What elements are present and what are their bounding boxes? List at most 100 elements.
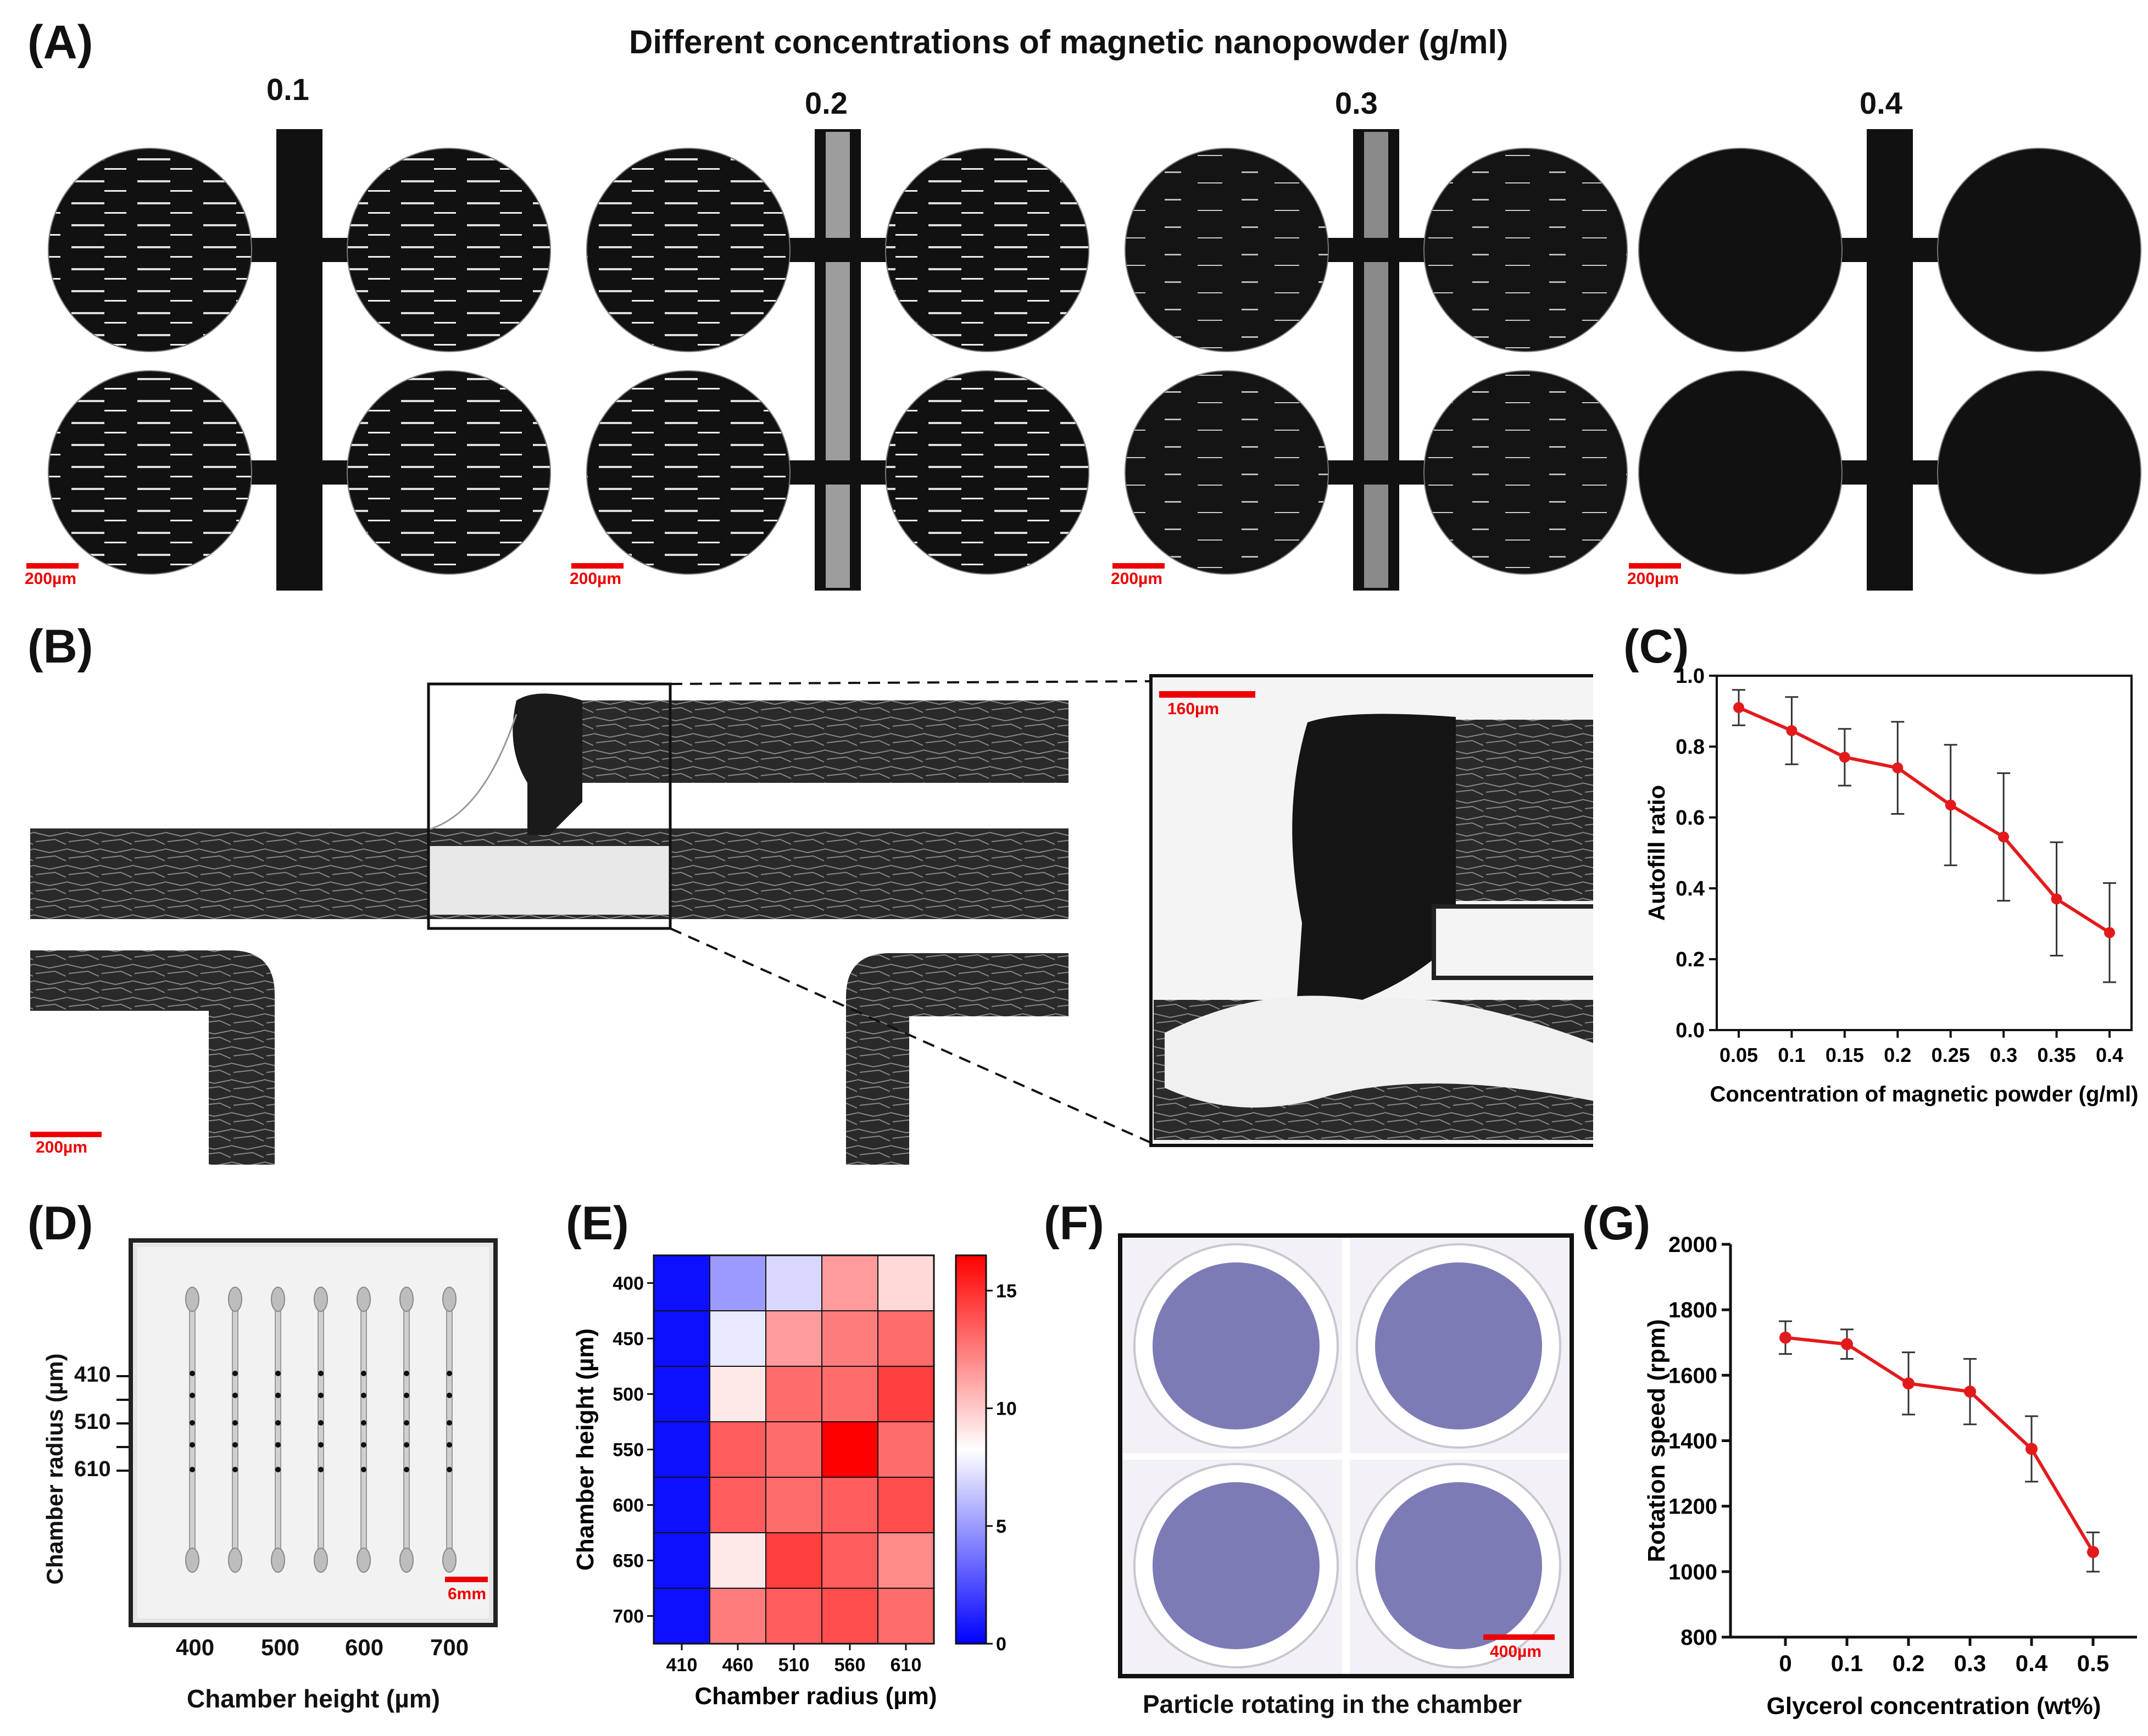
rotating-particle [1153,1482,1320,1649]
panel-label-f: (F) [1044,1197,1104,1250]
data-point [1786,725,1798,736]
chip-chamber [361,1467,366,1472]
chip-chamber [232,1371,238,1376]
panel-d-xlabel: Chamber height (µm) [187,1684,440,1713]
x-tick-label: 0.5 [2077,1650,2109,1676]
data-point [1998,831,2010,843]
plot-frame [1716,675,2133,1031]
chamber-circle [1423,370,1628,575]
chip-outlet [442,1548,457,1573]
heatmap-cell [765,1366,822,1422]
chip-outlet [271,1548,285,1573]
y-tick-label: 0.0 [1676,1019,1705,1042]
data-point [2025,1443,2038,1455]
heatmap-cell [821,1366,878,1422]
panel-d-tick-mark-1 [116,1375,129,1377]
panel-d-ytick-1: 410 [74,1362,111,1387]
chip-chamber [361,1393,366,1398]
x-tick-label: 0.2 [1884,1044,1911,1066]
chamber-circle [1937,370,2141,575]
rotating-particle [1375,1262,1542,1429]
x-tick-label: 0.1 [1778,1044,1805,1066]
x-tick-label: 0.35 [2038,1044,2076,1066]
chip-outlet [185,1548,199,1573]
x-axis-label: Concentration of magnetic powder (g/ml) [1710,1082,2138,1106]
scale-bar-b-zoom-label: 160µm [1167,700,1220,718]
chip-chamber [190,1371,195,1376]
chip-inlet [271,1287,285,1312]
chip-chamber [275,1393,281,1398]
heatmap-cell [877,1255,934,1311]
scale-bar-d-label: 6mm [448,1585,487,1603]
y-tick-label: 450 [613,1329,644,1350]
chamber-circle [48,148,252,352]
panel-d-tick-mark-4 [116,1446,129,1448]
chip-chamber [361,1442,366,1448]
data-point [1733,702,1744,714]
fluid-blob [513,693,582,835]
heatmap-cell [709,1477,766,1533]
colorbar-tick-label: 0 [996,1634,1006,1655]
rotating-particle [1375,1482,1542,1649]
chamber-unit-1 [48,129,551,591]
heatmap-cell [709,1366,766,1422]
chip-chamber [318,1393,324,1398]
y-tick-label: 500 [613,1384,644,1405]
zoom-rib [1432,904,1593,980]
panel-label-b: (B) [27,620,93,673]
zoom-region-box [427,682,672,930]
colorbar [955,1254,987,1645]
y-axis-label: Chamber height (µm) [572,1328,599,1571]
heatmap-cell [877,1421,934,1478]
chamber-circle [885,148,1089,352]
colorbar-tick-label: 5 [996,1516,1006,1537]
rotating-particle [1153,1262,1320,1429]
chip-inlet [314,1287,328,1312]
y-tick-label: 1800 [1668,1298,1717,1322]
y-tick-label: 800 [1680,1626,1717,1650]
chip-chamber [318,1371,324,1376]
scale-bar-a1 [26,563,79,569]
x-axis-label: Chamber radius (µm) [695,1683,937,1710]
chamber-circle [1125,370,1329,575]
scale-bar-a4 [1629,563,1681,569]
heatmap-cell [709,1421,766,1478]
y-tick-label: 400 [613,1273,644,1294]
heatmap-cell [709,1255,766,1311]
y-axis-label: Rotation speed (rpm) [1643,1319,1670,1562]
y-tick-label: 0.8 [1676,736,1705,759]
chamber-circle [48,370,252,575]
chip-chamber [275,1467,281,1472]
chip-inlet [357,1287,371,1312]
chip-channel [318,1301,324,1555]
chip-chamber [232,1420,238,1426]
heatmap-cell [653,1477,710,1533]
chamber-unit-3 [1125,129,1628,591]
heatmap-cell [765,1255,822,1311]
chamber-unit-4 [1638,129,2141,591]
panel-label-e: (E) [566,1197,629,1250]
panel-f-divider-h [1122,1453,1570,1460]
data-point [1902,1377,1915,1390]
chamber-circle [1423,148,1628,352]
chip-chamber [447,1420,452,1426]
heatmap-cell [765,1421,822,1478]
chip-chamber [318,1467,324,1472]
scale-bar-a3 [1112,563,1165,569]
panel-label-a: (A) [27,16,93,69]
panel-d-ytick-2: 510 [74,1410,111,1434]
heatmap-cell [877,1532,934,1589]
meniscus-curve [428,714,517,831]
chip-chamber [275,1420,281,1426]
scale-bar-a3-label: 200µm [1111,570,1163,588]
x-tick-label: 510 [778,1655,810,1676]
panel-a-title: Different concentrations of magnetic nan… [629,24,1509,60]
channel-lower-right [846,953,1069,1165]
heatmap-cell [821,1532,878,1589]
colorbar-tick-label: 10 [996,1399,1017,1420]
scale-bar-a2 [571,563,624,569]
chamber-circle [586,370,791,575]
y-tick-label: 0.4 [1676,877,1705,900]
